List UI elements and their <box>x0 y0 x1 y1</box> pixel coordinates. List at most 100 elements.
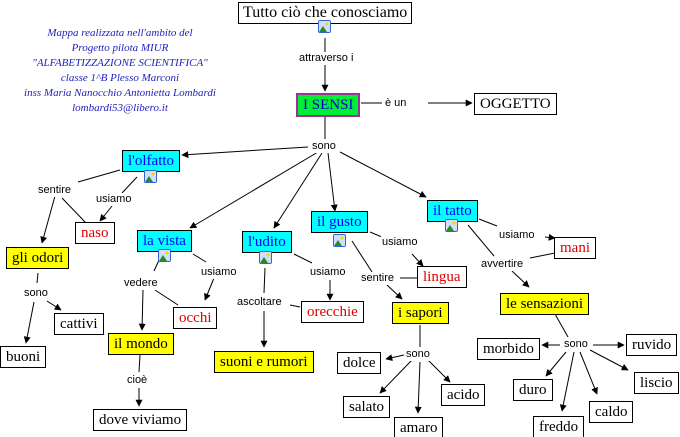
node-orecchie[interactable]: orecchie <box>301 301 364 323</box>
link-label: avvertire <box>480 258 525 271</box>
link-line <box>273 152 323 229</box>
link-label: sono <box>311 140 337 153</box>
link-line <box>339 151 427 198</box>
link-line <box>379 359 413 394</box>
node-root[interactable]: Tutto ciò che conosciamo <box>238 2 413 24</box>
node-mondo[interactable]: il mondo <box>108 333 174 355</box>
node-cattivi[interactable]: cattivi <box>54 313 104 335</box>
node-naso[interactable]: naso <box>75 222 115 244</box>
link-line <box>181 146 309 159</box>
link-label: sentire <box>37 184 73 197</box>
image-attachment-icon[interactable] <box>333 234 346 247</box>
link-line <box>386 284 403 300</box>
node-udito[interactable]: l'udito <box>242 231 292 253</box>
link-label: usiamo <box>498 229 536 242</box>
node-morbido[interactable]: morbido <box>477 338 540 360</box>
link-label: sono <box>23 287 49 300</box>
credit-line: Progetto pilota MIUR <box>71 42 169 54</box>
link-line <box>77 169 121 183</box>
image-attachment-icon[interactable] <box>445 219 458 232</box>
link-line <box>36 272 39 284</box>
link-line <box>589 349 629 371</box>
link-line <box>427 359 451 383</box>
link-line <box>99 205 113 222</box>
link-line <box>293 253 313 264</box>
node-salato[interactable]: salato <box>343 396 390 418</box>
link-line <box>369 231 383 238</box>
link-line <box>289 304 301 308</box>
credits-block: Mappa realizzata nell'ambito del Progett… <box>10 26 230 116</box>
node-amaro[interactable]: amaro <box>394 417 444 437</box>
link-label: usiamo <box>95 193 133 206</box>
link-line <box>121 176 138 194</box>
link-line <box>414 361 422 414</box>
node-sensi[interactable]: I SENSI <box>296 93 361 117</box>
link-label: sentire <box>360 272 396 285</box>
link-line <box>351 240 373 273</box>
link-label: ascoltare <box>236 296 283 309</box>
node-dolce[interactable]: dolce <box>337 352 382 374</box>
link-label: è un <box>384 97 408 110</box>
node-duro[interactable]: duro <box>513 379 553 401</box>
node-freddo[interactable]: freddo <box>533 416 585 437</box>
image-attachment-icon[interactable] <box>318 20 331 33</box>
node-lingua[interactable]: lingua <box>417 266 467 288</box>
image-attachment-icon[interactable] <box>158 249 171 262</box>
link-line <box>46 300 62 311</box>
link-label: sono <box>563 338 589 351</box>
node-odori[interactable]: gli odori <box>6 247 70 269</box>
link-line <box>559 351 575 412</box>
node-buoni[interactable]: buoni <box>0 346 47 368</box>
node-tatto[interactable]: il tatto <box>427 200 478 222</box>
link-line <box>579 351 598 395</box>
node-oggetto[interactable]: OGGETTO <box>474 93 557 115</box>
link-line <box>138 289 146 331</box>
link-line <box>554 313 569 338</box>
link-label: usiamo <box>381 236 419 249</box>
credit-line: inss Maria Nanocchio Antonietta Lombardi <box>24 87 216 99</box>
link-line <box>138 354 141 373</box>
node-ruvido[interactable]: ruvido <box>626 334 678 356</box>
node-suoni[interactable]: suoni e rumori <box>214 351 314 373</box>
link-line <box>40 195 56 244</box>
link-line <box>189 151 319 229</box>
link-line <box>544 233 556 241</box>
link-line <box>385 354 405 362</box>
image-attachment-icon[interactable] <box>259 251 272 264</box>
link-line <box>467 224 495 257</box>
link-label: usiamo <box>309 266 347 279</box>
node-occhi[interactable]: occhi <box>173 307 218 329</box>
node-gusto[interactable]: il gusto <box>311 211 368 233</box>
link-line <box>192 253 207 263</box>
node-acido[interactable]: acido <box>441 384 486 406</box>
link-label: vedere <box>123 277 159 290</box>
link-label: usiamo <box>200 266 238 279</box>
credit-email[interactable]: lombardi53@libero.it <box>72 102 168 114</box>
link-line <box>61 197 87 224</box>
credit-line: Mappa realizzata nell'ambito del <box>47 27 193 39</box>
credit-line: classe 1^B Plesso Marconi <box>60 72 180 84</box>
link-line <box>204 277 215 301</box>
node-caldo[interactable]: caldo <box>589 401 634 423</box>
link-line <box>411 253 424 267</box>
link-label: sono <box>405 348 431 361</box>
link-line <box>478 218 498 227</box>
node-olfatto[interactable]: l'olfatto <box>122 150 181 172</box>
link-line <box>529 252 556 259</box>
link-line <box>327 152 338 212</box>
link-line <box>263 267 266 294</box>
link-line <box>154 289 179 306</box>
node-sapori[interactable]: i sapori <box>392 302 449 324</box>
link-line <box>23 301 35 344</box>
node-mani[interactable]: mani <box>554 237 596 259</box>
node-dove-viviamo[interactable]: dove viviamo <box>93 409 188 431</box>
link-label: attraverso i <box>298 52 355 65</box>
link-label: cioè <box>126 374 149 387</box>
image-attachment-icon[interactable] <box>144 170 157 183</box>
link-line <box>511 270 530 288</box>
node-liscio[interactable]: liscio <box>634 372 679 394</box>
link-line <box>545 351 567 377</box>
node-sensazioni[interactable]: le sensazioni <box>500 293 590 315</box>
